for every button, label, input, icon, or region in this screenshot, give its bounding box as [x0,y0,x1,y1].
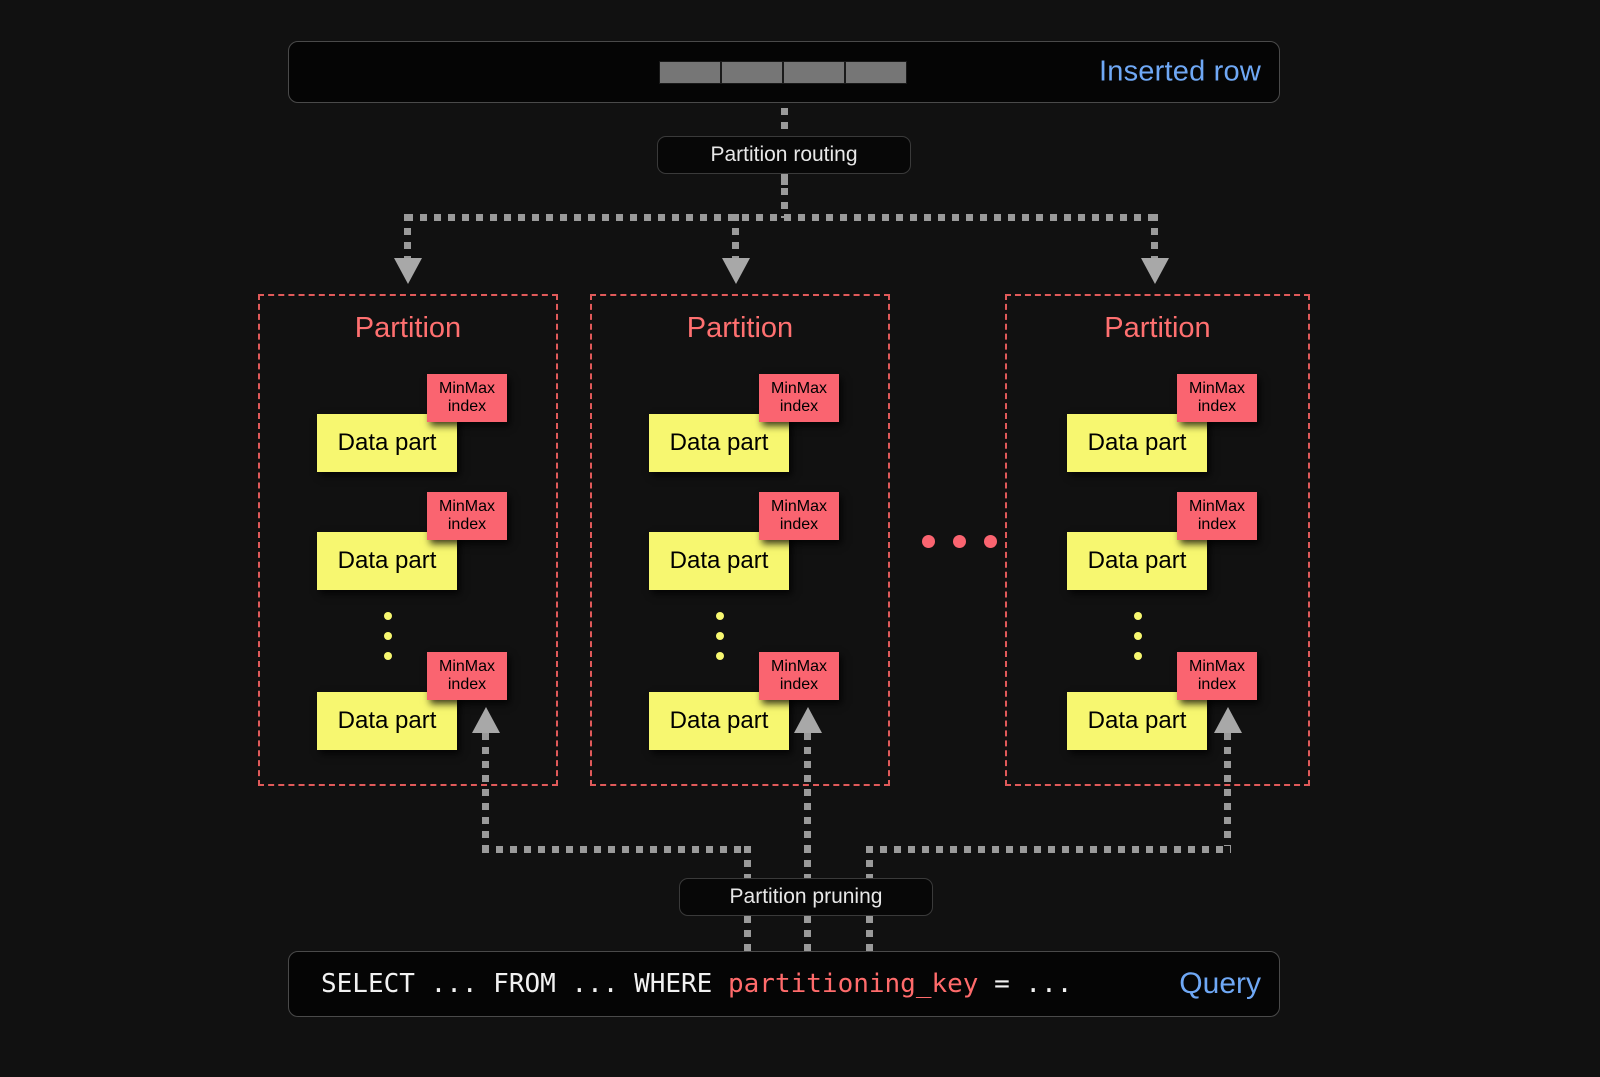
query-partitioning-key: partitioning_key [728,969,979,999]
minmax-index-line2: index [1197,516,1237,533]
connector-row-to-routing [781,80,788,190]
ellipsis-dot [384,612,392,620]
row-cell [845,61,907,84]
connector-routing-stem [781,174,788,218]
data-part-ellipsis [384,612,392,672]
row-cell [783,61,845,84]
minmax-index-line2: index [1197,398,1237,415]
minmax-index-line1: MinMax [438,497,495,515]
connector-routing-bus [406,214,1158,221]
ellipsis-dot [716,632,724,640]
minmax-index-line1: MinMax [438,379,495,397]
arrow-up-partition-2 [794,707,822,733]
data-part-box: Data part [649,692,789,750]
partition-title: Partition [354,312,462,344]
query-text: SELECT ... FROM ... WHERE partitioning_k… [321,969,1072,999]
data-part-box: Data part [317,414,457,472]
arrow-down-partition-1 [394,258,422,284]
query-bar: SELECT ... FROM ... WHERE partitioning_k… [288,951,1280,1017]
minmax-index-line1: MinMax [770,657,827,675]
minmax-index-box: MinMax index [427,492,507,540]
data-part-box: Data part [317,692,457,750]
data-part-box: Data part [649,414,789,472]
ellipsis-dot [1134,632,1142,640]
minmax-index-line1: MinMax [1188,657,1245,675]
minmax-index-box: MinMax index [759,374,839,422]
arrow-down-partition-3 [1141,258,1169,284]
minmax-index-line2: index [447,398,487,415]
arrow-up-partition-1 [472,707,500,733]
query-prefix: SELECT ... FROM ... WHERE [321,969,728,999]
ellipsis-dot [953,535,966,548]
row-cell [721,61,783,84]
ellipsis-dot [716,652,724,660]
data-part-ellipsis [716,612,724,672]
connector-query-drop-2 [804,916,811,954]
minmax-index-box: MinMax index [427,374,507,422]
data-part-box: Data part [649,532,789,590]
connector-query-drop-3 [866,916,873,954]
connector-pruning-riser-1 [482,733,489,846]
minmax-index-box: MinMax index [427,652,507,700]
connector-query-drop-1 [744,916,751,954]
connector-pruning-drop-1 [744,846,751,886]
ellipsis-dot [384,632,392,640]
minmax-index-line2: index [447,676,487,693]
arrow-up-partition-3 [1214,707,1242,733]
partition-box-2: Partition MinMax index Data part MinMax … [590,294,890,786]
data-part-ellipsis [1134,612,1142,672]
connector-routing-drop-1 [404,214,411,262]
partition-routing-box: Partition routing [657,136,911,174]
ellipsis-dot [1134,652,1142,660]
connector-pruning-riser-3 [1224,733,1231,846]
partition-box-1: Partition MinMax index Data part MinMax … [258,294,558,786]
partition-title: Partition [686,312,794,344]
arrow-down-partition-2 [722,258,750,284]
partition-box-3: Partition MinMax index Data part MinMax … [1005,294,1310,786]
minmax-index-line1: MinMax [438,657,495,675]
minmax-index-line1: MinMax [770,497,827,515]
minmax-index-line1: MinMax [770,379,827,397]
minmax-index-line2: index [447,516,487,533]
query-label: Query [1179,967,1261,1000]
partition-pruning-box: Partition pruning [679,878,933,916]
data-part-box: Data part [1067,692,1207,750]
minmax-index-box: MinMax index [759,652,839,700]
connector-pruning-bus-right [866,846,1231,853]
minmax-index-line2: index [779,398,819,415]
partition-title: Partition [1104,312,1211,344]
minmax-index-line1: MinMax [1188,379,1245,397]
minmax-index-box: MinMax index [1177,492,1257,540]
connector-routing-drop-2 [732,214,739,262]
minmax-index-line2: index [779,516,819,533]
minmax-index-line2: index [1197,676,1237,693]
connector-pruning-drop-2 [804,846,811,886]
connector-routing-drop-3 [1151,214,1158,262]
ellipsis-dot [984,535,997,548]
minmax-index-box: MinMax index [1177,652,1257,700]
inserted-row-label: Inserted row [1099,55,1261,88]
minmax-index-box: MinMax index [1177,374,1257,422]
data-part-box: Data part [317,532,457,590]
minmax-index-box: MinMax index [759,492,839,540]
partition-ellipsis [922,535,997,548]
ellipsis-dot [1134,612,1142,620]
data-part-box: Data part [1067,532,1207,590]
data-part-box: Data part [1067,414,1207,472]
row-cell [659,61,721,84]
inserted-row-cells [659,61,907,84]
ellipsis-dot [922,535,935,548]
connector-pruning-bus-left [482,846,750,853]
connector-pruning-drop-3 [866,846,873,886]
minmax-index-line2: index [779,676,819,693]
ellipsis-dot [716,612,724,620]
minmax-index-line1: MinMax [1188,497,1245,515]
ellipsis-dot [384,652,392,660]
inserted-row-bar: Inserted row [288,41,1280,103]
query-suffix: = ... [978,969,1073,999]
connector-pruning-riser-2 [804,733,811,846]
